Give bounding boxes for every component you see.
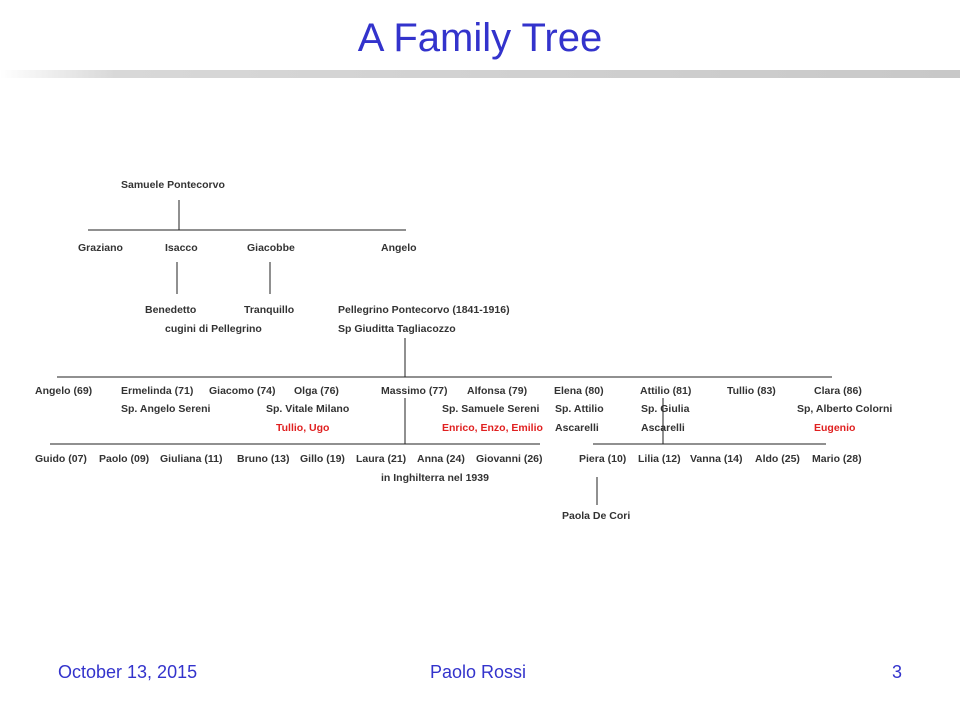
gen3-attilio: Attilio (81) <box>640 385 691 397</box>
slide-title: A Family Tree <box>357 16 603 60</box>
gen1-giacobbe: Giacobbe <box>247 242 295 254</box>
gen3-attilio-spouse: Sp. Giulia <box>641 403 690 415</box>
gen2-pellegrino-spouse: Sp Giuditta Tagliacozzo <box>338 323 456 335</box>
gen3-ermelinda-spouse: Sp. Angelo Sereni <box>121 403 211 415</box>
gen3-clara: Clara (86) <box>814 385 862 397</box>
gen4-giovanni: Giovanni (26) <box>476 453 543 465</box>
gen4-aldo: Aldo (25) <box>755 453 800 465</box>
gen3-olga: Olga (76) <box>294 385 339 397</box>
gen4-laura: Laura (21) <box>356 453 406 465</box>
gen2-pellegrino: Pellegrino Pontecorvo (1841-1916) <box>338 304 510 316</box>
gen3-alfonsa: Alfonsa (79) <box>467 385 527 397</box>
title-divider <box>0 70 960 78</box>
gen4-mario: Mario (28) <box>812 453 862 465</box>
gen4-giuliana: Giuliana (11) <box>160 453 222 465</box>
gen4-lilia: Lilia (12) <box>638 453 681 465</box>
gen3-elena: Elena (80) <box>554 385 604 397</box>
gen3-olga-children: Tullio, Ugo <box>276 422 329 434</box>
gen2-tranquillo: Tranquillo <box>244 304 294 316</box>
gen4-anna: Anna (24) <box>417 453 465 465</box>
gen3-olga-spouse: Sp. Vitale Milano <box>266 403 349 415</box>
gen3-tullio: Tullio (83) <box>727 385 776 397</box>
cousins-note: cugini di Pellegrino <box>165 323 262 335</box>
gen1-isacco: Isacco <box>165 242 198 254</box>
gen3-elena-spouse: Sp. Attilio <box>555 403 604 415</box>
gen5-paola: Paola De Cori <box>562 510 630 522</box>
gen2-benedetto: Benedetto <box>145 304 196 316</box>
gen3-giacomo: Giacomo (74) <box>209 385 276 397</box>
family-tree-diagram: Samuele Pontecorvo Graziano Isacco Giaco… <box>35 179 892 522</box>
gen3-angelo: Angelo (69) <box>35 385 92 397</box>
gen4-paolo: Paolo (09) <box>99 453 149 465</box>
gen4-bruno: Bruno (13) <box>237 453 290 465</box>
gen4-guido: Guido (07) <box>35 453 87 465</box>
gen4-gillo: Gillo (19) <box>300 453 345 465</box>
gen3-alfonsa-children: Enrico, Enzo, Emilio <box>442 422 543 434</box>
footer-date: October 13, 2015 <box>58 662 198 682</box>
gen1-graziano: Graziano <box>78 242 123 254</box>
gen3-ermelinda: Ermelinda (71) <box>121 385 193 397</box>
gen4-vanna: Vanna (14) <box>690 453 743 465</box>
root-person: Samuele Pontecorvo <box>121 179 225 191</box>
gen3-clara-children: Eugenio <box>814 422 855 434</box>
page-number: 3 <box>892 662 903 682</box>
gen4-note: in Inghilterra nel 1939 <box>381 472 489 484</box>
gen1-angelo: Angelo <box>381 242 417 254</box>
gen4-piera: Piera (10) <box>579 453 626 465</box>
gen3-massimo: Massimo (77) <box>381 385 448 397</box>
footer-author: Paolo Rossi <box>430 662 527 682</box>
gen3-elena-spouse-surname: Ascarelli <box>555 422 599 434</box>
gen3-clara-spouse: Sp, Alberto Colorni <box>797 403 892 415</box>
gen3-alfonsa-spouse: Sp. Samuele Sereni <box>442 403 540 415</box>
